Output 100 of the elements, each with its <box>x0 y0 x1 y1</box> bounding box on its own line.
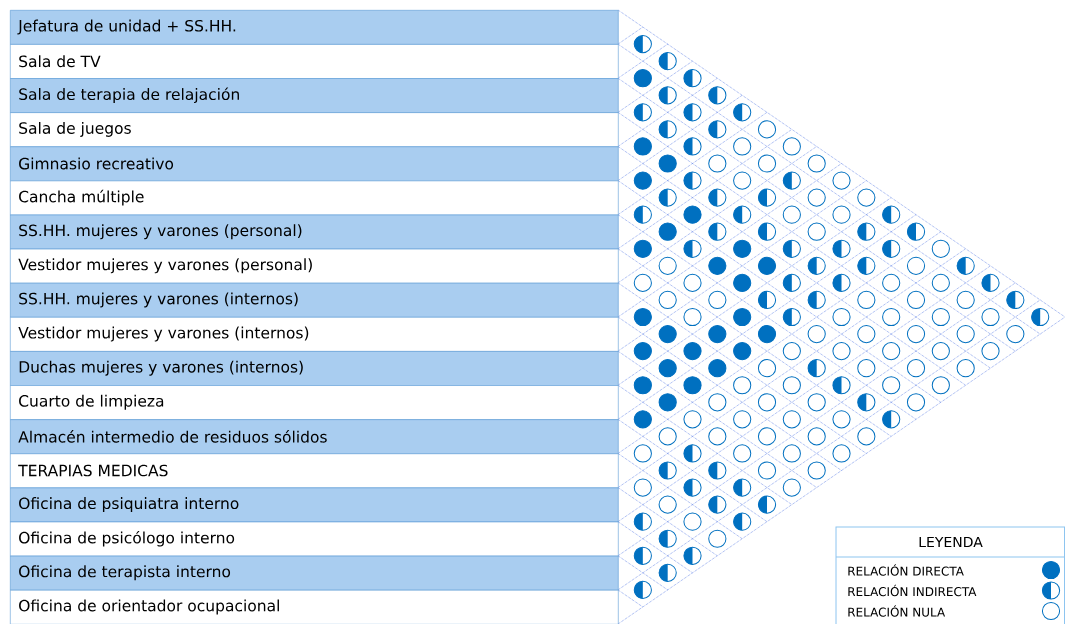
relation-symbol <box>757 393 777 412</box>
relation-symbol <box>782 239 801 258</box>
relation-symbol <box>633 69 652 88</box>
relation-symbol <box>832 239 851 258</box>
relation-symbol <box>633 239 652 258</box>
relation-symbol <box>757 495 777 514</box>
relation-symbol <box>782 171 801 190</box>
relation-symbol <box>857 427 876 446</box>
relation-symbol <box>807 256 826 275</box>
room-row: TERAPIAS MEDICAS <box>10 453 619 489</box>
relation-symbol <box>658 529 677 548</box>
relation-symbol <box>658 290 677 310</box>
relation-symbol <box>882 307 901 327</box>
relation-symbol <box>832 273 851 292</box>
room-row: Jefatura de unidad + SS.HH. <box>10 10 619 45</box>
relation-symbol <box>807 222 826 241</box>
relation-symbol <box>633 478 652 497</box>
relation-symbol <box>683 273 702 292</box>
room-row: Gimnasio recreativo <box>10 146 619 182</box>
relation-symbol <box>683 69 702 88</box>
relation-symbol <box>757 324 777 344</box>
room-row: Oficina de terapista interno <box>10 555 619 591</box>
room-row: SS.HH. mujeres y varones (personal) <box>10 214 619 250</box>
relation-symbol <box>733 273 752 292</box>
relation-symbol <box>931 239 950 258</box>
relation-symbol <box>733 478 752 497</box>
relation-symbol <box>683 171 702 190</box>
relation-symbol <box>733 307 752 327</box>
relation-symbol <box>733 512 752 531</box>
relation-symbol <box>708 393 727 412</box>
relation-symbol <box>633 205 652 224</box>
relation-symbol <box>658 52 677 71</box>
relation-symbol <box>633 342 652 361</box>
relation-symbol <box>782 307 801 327</box>
relation-symbol <box>1031 307 1050 327</box>
relation-symbol <box>658 393 677 412</box>
relation-symbol <box>857 359 876 378</box>
relation-symbol <box>708 222 727 241</box>
room-row: SS.HH. mujeres y varones (internos) <box>10 282 619 318</box>
relation-symbol <box>857 324 876 344</box>
relation-symbol <box>683 410 702 429</box>
room-row: Vestidor mujeres y varones (personal) <box>10 248 619 284</box>
room-row: Cancha múltiple <box>10 180 619 216</box>
legend-entry: RELACIÓN DIRECTA <box>848 564 964 576</box>
relation-symbol <box>708 188 727 207</box>
relation-symbol <box>782 444 801 463</box>
relation-symbol <box>1006 290 1025 310</box>
relation-symbol <box>782 137 801 156</box>
relation-symbol <box>683 376 702 395</box>
room-row: Sala de juegos <box>10 112 619 148</box>
relation-symbol <box>906 222 926 241</box>
relation-symbol <box>832 342 851 361</box>
relation-symbol <box>906 256 926 275</box>
relation-symbol <box>733 205 752 224</box>
relation-symbol <box>832 410 851 429</box>
relation-symbol <box>658 188 677 207</box>
relation-symbol <box>633 546 652 565</box>
relation-symbol <box>633 444 652 463</box>
relation-symbol <box>807 359 826 378</box>
relation-symbol <box>683 205 702 224</box>
relation-symbol <box>683 307 702 327</box>
relation-symbol <box>708 256 727 275</box>
relation-symbol <box>832 307 851 327</box>
relation-symbol <box>683 239 702 258</box>
relation-symbol <box>807 461 826 480</box>
room-row: Sala de terapia de relajación <box>10 78 619 113</box>
relation-symbol <box>658 120 677 139</box>
relation-symbol <box>633 103 652 122</box>
relation-symbol <box>906 393 926 412</box>
relation-symbol <box>683 512 702 531</box>
relation-symbol <box>782 410 801 429</box>
relation-symbol <box>782 478 801 497</box>
relation-symbol <box>733 376 752 395</box>
relation-symbol <box>633 137 652 156</box>
relation-symbol <box>708 495 727 514</box>
relation-symbol <box>683 478 702 497</box>
relation-symbol <box>658 563 677 582</box>
relation-symbol <box>807 393 826 412</box>
relation-symbol <box>633 273 652 292</box>
relation-symbol <box>733 103 752 122</box>
legend-title: LEYENDA <box>919 536 983 548</box>
relation-symbol <box>782 205 801 224</box>
relation-symbol <box>658 154 677 173</box>
relation-symbol <box>708 324 727 344</box>
relation-symbol <box>658 256 677 275</box>
relation-symbol <box>708 529 727 548</box>
relation-symbol <box>733 410 752 429</box>
relation-symbol <box>981 307 1000 327</box>
relation-symbol <box>708 461 727 480</box>
relation-symbol <box>807 427 826 446</box>
relation-symbol <box>832 171 851 190</box>
relation-symbol <box>733 239 752 258</box>
relation-symbol <box>857 256 876 275</box>
relation-symbol <box>782 376 801 395</box>
relation-symbol <box>882 410 901 429</box>
relation-symbol <box>757 188 777 207</box>
relation-symbol <box>658 359 677 378</box>
relation-symbol <box>882 273 901 292</box>
room-row: Oficina de orientador ocupacional <box>10 589 619 624</box>
relation-symbol <box>906 324 926 344</box>
